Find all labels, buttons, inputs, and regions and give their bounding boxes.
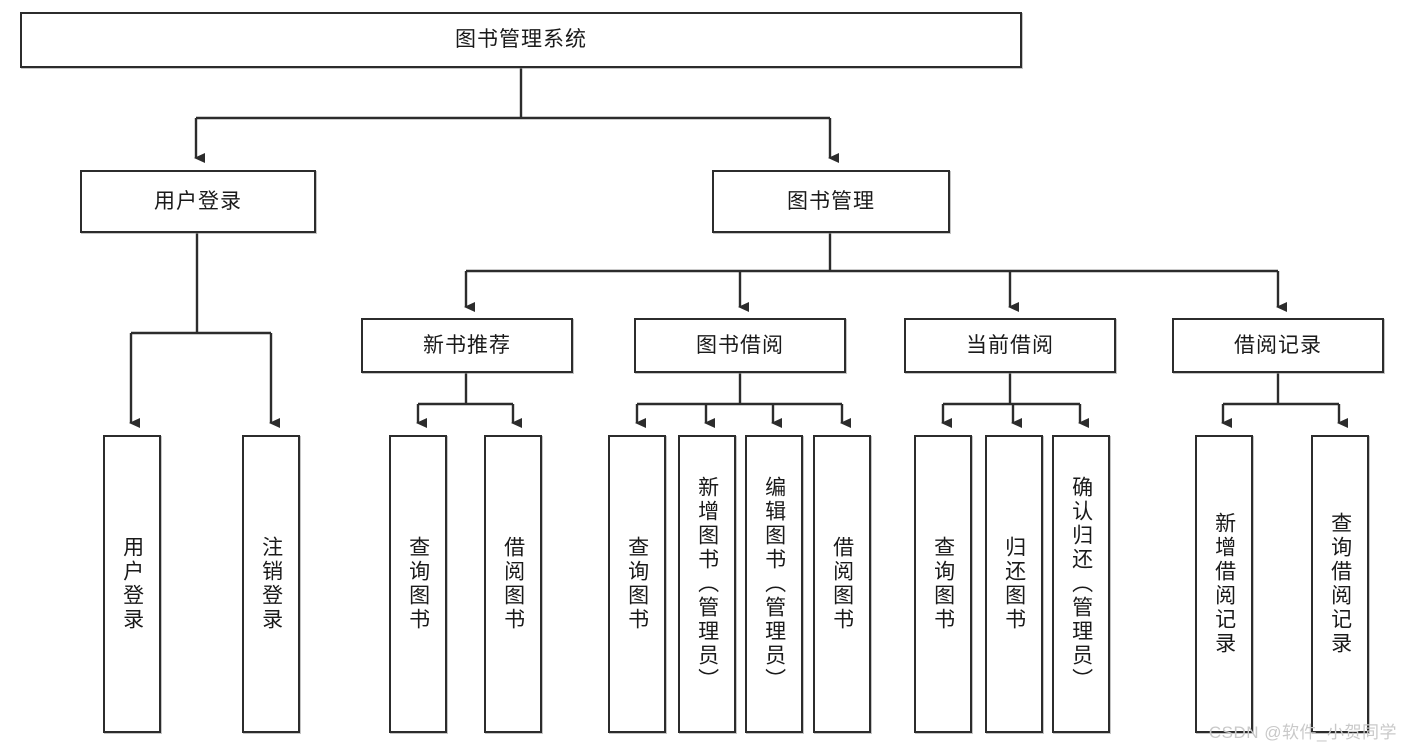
node-label: 新书推荐 (423, 333, 511, 357)
node-label: 新增图书（管理员） (695, 476, 719, 692)
node-label: 查询图书 (931, 536, 955, 632)
node-label: 图书借阅 (696, 333, 784, 357)
node-current-borrow[interactable]: 当前借阅 (904, 318, 1116, 373)
node-label: 编辑图书（管理员） (762, 476, 786, 692)
node-label: 图书管理 (787, 189, 875, 213)
node-label: 查询图书 (406, 536, 430, 632)
node-new-book-recommend[interactable]: 新书推荐 (361, 318, 573, 373)
node-label: 注销登录 (259, 536, 283, 632)
node-leaf-query-borrow-record[interactable]: 查询借阅记录 (1311, 435, 1369, 733)
node-label: 新增借阅记录 (1212, 512, 1236, 656)
node-root-book-management-system[interactable]: 图书管理系统 (20, 12, 1022, 68)
node-borrow-record[interactable]: 借阅记录 (1172, 318, 1384, 373)
watermark: CSDN @软件_小贺同学 (1208, 723, 1397, 742)
node-label: 图书管理系统 (455, 28, 587, 52)
node-label: 当前借阅 (966, 333, 1054, 357)
node-leaf-query-book-current[interactable]: 查询图书 (914, 435, 972, 733)
node-label: 用户登录 (154, 189, 242, 213)
node-leaf-query-book-borrow[interactable]: 查询图书 (608, 435, 666, 733)
node-user-login[interactable]: 用户登录 (80, 170, 316, 233)
node-leaf-borrow-book-recommend[interactable]: 借阅图书 (484, 435, 542, 733)
node-leaf-add-book[interactable]: 新增图书（管理员） (678, 435, 736, 733)
node-label: 归还图书 (1002, 536, 1026, 632)
node-label: 用户登录 (120, 536, 144, 632)
node-label: 借阅图书 (830, 536, 854, 632)
node-leaf-query-book-recommend[interactable]: 查询图书 (389, 435, 447, 733)
node-leaf-logout[interactable]: 注销登录 (242, 435, 300, 733)
node-label: 查询借阅记录 (1328, 512, 1352, 656)
node-leaf-confirm-return[interactable]: 确认归还（管理员） (1052, 435, 1110, 733)
node-label: 查询图书 (625, 536, 649, 632)
node-leaf-user-login[interactable]: 用户登录 (103, 435, 161, 733)
node-leaf-borrow-book[interactable]: 借阅图书 (813, 435, 871, 733)
node-book-borrow[interactable]: 图书借阅 (634, 318, 846, 373)
node-leaf-edit-book[interactable]: 编辑图书（管理员） (745, 435, 803, 733)
node-label: 确认归还（管理员） (1069, 476, 1093, 692)
node-label: 借阅图书 (501, 536, 525, 632)
node-label: 借阅记录 (1234, 333, 1322, 357)
node-book-management[interactable]: 图书管理 (712, 170, 950, 233)
node-leaf-add-borrow-record[interactable]: 新增借阅记录 (1195, 435, 1253, 733)
node-leaf-return-book[interactable]: 归还图书 (985, 435, 1043, 733)
